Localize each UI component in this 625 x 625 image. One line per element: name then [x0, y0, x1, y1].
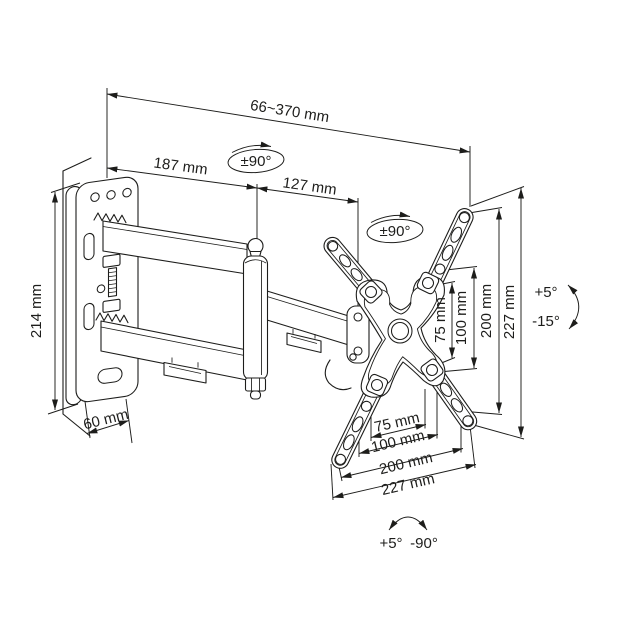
tilt-arrow	[567, 284, 580, 330]
hinge-nut-lower	[102, 298, 121, 313]
ext-227v-top	[470, 186, 525, 207]
elbow-bottom-nut	[244, 377, 267, 392]
label-vesa-227v: 227 mm	[501, 285, 518, 339]
rod-threads	[108, 271, 117, 294]
vesa-strip-lower-left	[331, 376, 386, 469]
ext-60-right	[125, 398, 133, 444]
ext-200h-left	[338, 466, 343, 482]
ext-227v-bot	[469, 423, 525, 440]
plate-slot	[83, 232, 95, 261]
swivel-symbol-front	[227, 141, 285, 174]
label-vesa-100v: 100 mm	[453, 291, 470, 345]
ext-227h-left	[330, 463, 334, 501]
elbow-post	[242, 255, 269, 381]
mounting-hole	[90, 192, 100, 202]
elbow-joint	[242, 237, 269, 400]
label-vesa-75v: 75 mm	[432, 297, 449, 343]
wall-plate	[65, 176, 139, 406]
hinge-nut-upper	[102, 253, 121, 268]
hinge-teeth-upper	[93, 212, 127, 224]
plate-bottom-slot	[97, 367, 123, 384]
mounting-hole	[122, 187, 132, 198]
dim-line-extension-range	[106, 92, 471, 154]
ext-227h-right	[469, 425, 476, 469]
wall-surface	[62, 157, 92, 437]
screen-rotate-arrow	[388, 516, 428, 531]
plate-slot	[83, 302, 95, 331]
dim-line-rear-arm	[256, 186, 359, 204]
cable-clip-front	[163, 357, 207, 384]
vesa-screw-pad-ur	[416, 271, 440, 295]
hinge-teeth-lower	[95, 312, 129, 324]
label-plate-depth: 60 mm	[82, 406, 131, 434]
plate-center-hole	[96, 284, 106, 294]
safety-latch	[324, 359, 352, 391]
ext-214-top	[50, 182, 81, 193]
hinge-threaded-rod	[107, 267, 118, 298]
mounting-hole	[106, 190, 116, 200]
label-extension-range: 66~370 mm	[249, 97, 330, 126]
label-rear-arm: 127 mm	[282, 174, 338, 198]
vesa-screw-pad-ll	[365, 373, 389, 397]
dim-line-227h	[332, 463, 477, 499]
swivel-symbol-rear	[366, 211, 424, 244]
label-swivel-front: ±90°	[241, 153, 272, 170]
cable-clip-rear	[286, 329, 322, 354]
label-plate-height: 214 mm	[28, 284, 45, 338]
elbow-bottom-knob	[249, 390, 262, 400]
label-rotate-cw: +5°	[379, 535, 402, 552]
label-tilt-up: +5°	[534, 284, 557, 301]
label-tilt-down: -15°	[532, 313, 560, 330]
dim-line-60	[86, 420, 130, 434]
vesa-screw-pad-lr	[420, 358, 444, 382]
label-vesa-200v: 200 mm	[478, 284, 495, 338]
vesa-strip-upper-right	[423, 208, 474, 294]
label-swivel-rear: ±90°	[380, 223, 411, 240]
dim-line-front-arm	[106, 166, 258, 190]
latch-screw	[349, 353, 357, 361]
tilt-bracket	[324, 305, 370, 391]
vesa-screw-pad-ul	[359, 280, 383, 304]
label-rotate-ccw: -90°	[410, 535, 438, 552]
